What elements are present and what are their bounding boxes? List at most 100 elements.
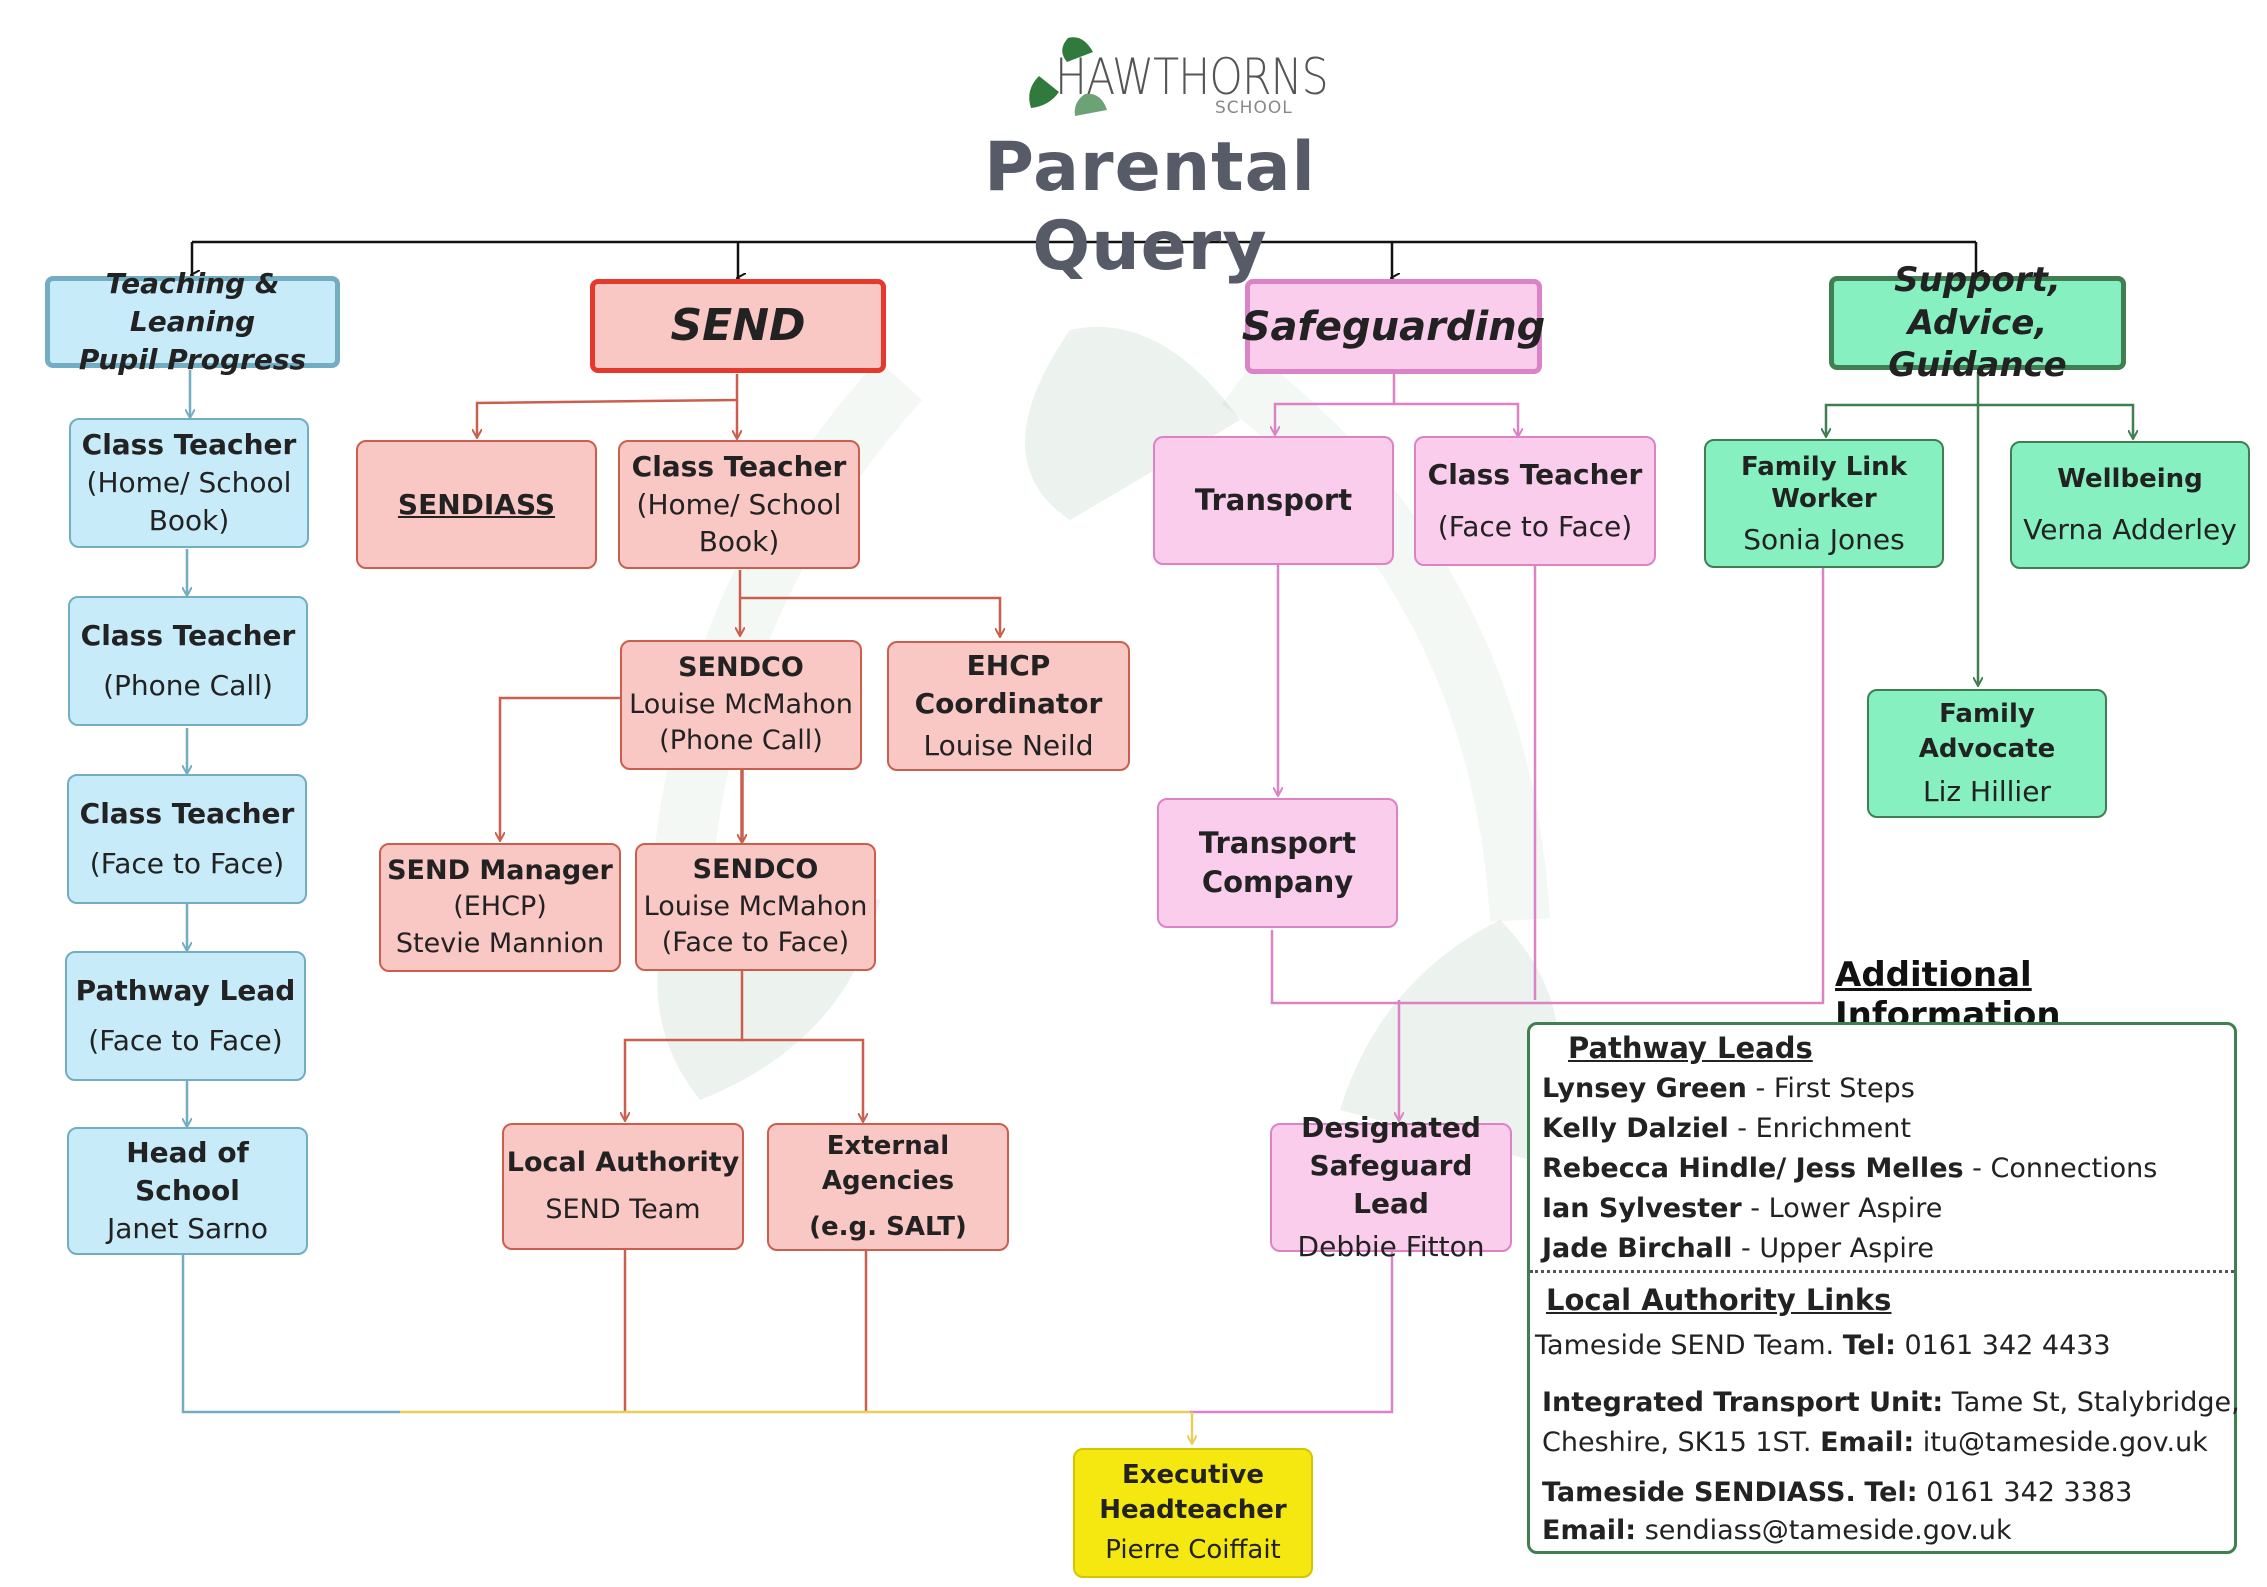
safeguarding-transport[interactable]: Transport (1153, 436, 1394, 565)
node-line: (Face to Face) (661, 927, 850, 959)
hawthorns-logo-icon (1029, 37, 1107, 116)
lead-role: - Upper Aspire (1732, 1233, 1934, 1264)
node-line: (EHCP) (453, 891, 547, 923)
lead-name: Ian Sylvester (1542, 1193, 1742, 1224)
lead-name: Kelly Dalziel (1542, 1113, 1729, 1144)
node-line: (Face to Face) (1437, 510, 1633, 543)
email-label: Email: (1820, 1427, 1915, 1458)
node-line: Louise McMahon (629, 688, 853, 720)
logo-subtitle: SCHOOL (1215, 98, 1293, 118)
node-title: SEND Manager (387, 854, 613, 886)
safeguarding-transport-company[interactable]: Transport Company (1157, 798, 1398, 928)
teaching-head-of-school[interactable]: Head of School Janet Sarno (67, 1127, 308, 1255)
node-line: SEND Team (545, 1193, 701, 1225)
itu-contact-line-2: Cheshire, SK15 1ST. Email: itu@tameside.… (1542, 1427, 2208, 1458)
safeguarding-class-teacher-face[interactable]: Class Teacher (Face to Face) (1414, 436, 1656, 566)
sendiass-email-link[interactable]: sendiass@tameside.gov.uk (1636, 1515, 2012, 1546)
send-team-tel: 0161 342 4433 (1895, 1330, 2111, 1361)
node-title: Safeguard Lead (1309, 1148, 1473, 1220)
support-family-advocate[interactable]: Family Advocate Liz Hillier (1867, 689, 2107, 818)
lead-role: - Enrichment (1728, 1113, 1911, 1144)
lead-name: Jade Birchall (1542, 1233, 1733, 1264)
executive-headteacher[interactable]: Executive Headteacher Pierre Coiffait (1073, 1448, 1313, 1578)
node-title: External Agencies (821, 1131, 955, 1197)
node-title: SENDIASS (397, 487, 556, 521)
send-team-label: Tameside SEND Team. (1535, 1330, 1843, 1361)
pathway-lead-row: Rebecca Hindle/ Jess Melles - Connection… (1542, 1153, 2157, 1184)
node-line: Sonia Jones (1743, 522, 1905, 556)
node-title: Designated (1301, 1110, 1481, 1144)
node-title: Class Teacher (631, 449, 847, 483)
node-title: Company (1201, 865, 1354, 899)
node-line: Book) (148, 503, 230, 537)
node-title: Coordinator (914, 687, 1103, 721)
teaching-class-teacher-book[interactable]: Class Teacher (Home/ School Book) (69, 418, 309, 548)
send-header-label: SEND (670, 300, 806, 352)
send-sendiass[interactable]: SENDIASS (356, 440, 597, 569)
support-family-link-worker[interactable]: Family Link Worker Sonia Jones (1704, 439, 1944, 568)
itu-email-link[interactable]: itu@tameside.gov.uk (1914, 1427, 2208, 1458)
node-line: (Phone Call) (103, 669, 273, 702)
email-label: Email: (1542, 1515, 1637, 1546)
node-title: Head of School (126, 1136, 249, 1208)
page-title: Parental Query (984, 128, 1316, 286)
node-line: (Face to Face) (89, 847, 285, 880)
send-sendco-face[interactable]: SENDCO Louise McMahon (Face to Face) (635, 843, 876, 971)
node-title: Pathway Lead (75, 974, 296, 1008)
itu-address-1: Tame St, Stalybridge, (1943, 1387, 2240, 1418)
node-line: Liz Hillier (1923, 774, 2051, 808)
teaching-header[interactable]: Teaching & Leaning Pupil Progress (45, 267, 340, 376)
sendiass-email-line: Email: sendiass@tameside.gov.uk (1542, 1515, 2012, 1546)
send-header[interactable]: SEND (590, 279, 886, 373)
send-sendco-phone[interactable]: SENDCO Louise McMahon (Phone Call) (620, 640, 862, 770)
safeguarding-designated-lead[interactable]: Designated Safeguard Lead Debbie Fitton (1270, 1111, 1512, 1263)
lead-role: - First Steps (1746, 1073, 1915, 1104)
safeguarding-header[interactable]: Safeguarding (1242, 279, 1545, 374)
node-line: (Home/ School (86, 466, 292, 500)
node-title: Wellbeing (2057, 463, 2203, 494)
pathway-lead-row: Jade Birchall - Upper Aspire (1542, 1233, 1934, 1264)
tel-label: Tel: (1842, 1330, 1896, 1361)
node-title: Transport (1194, 482, 1353, 517)
node-line: Janet Sarno (106, 1211, 269, 1245)
node-title: SENDCO (678, 652, 804, 684)
support-header-line-1: Support, Advice, (1894, 260, 2061, 343)
node-title: Worker (1771, 484, 1877, 514)
tel-label: Tel: (1864, 1477, 1918, 1508)
node-line: Verna Adderley (2023, 512, 2237, 546)
itu-label: Integrated Transport Unit: (1542, 1387, 1944, 1418)
itu-address-2: Cheshire, SK15 1ST. (1542, 1427, 1821, 1458)
node-line: Book) (698, 525, 780, 559)
node-line: (Home/ School (636, 487, 842, 521)
teaching-class-teacher-face[interactable]: Class Teacher (Face to Face) (67, 774, 307, 904)
node-title: EHCP (966, 649, 1051, 683)
send-local-authority[interactable]: Local Authority SEND Team (502, 1123, 744, 1250)
pathway-lead-row: Ian Sylvester - Lower Aspire (1542, 1193, 1942, 1224)
node-title: Transport (1198, 825, 1357, 860)
send-manager-ehcp[interactable]: SEND Manager (EHCP) Stevie Mannion (379, 843, 621, 972)
sendiass-tel: 0161 342 3383 (1917, 1477, 2133, 1508)
support-header[interactable]: Support, Advice, Guidance (1829, 260, 2126, 385)
node-title: Local Authority (506, 1147, 740, 1179)
send-ehcp-coordinator[interactable]: EHCP Coordinator Louise Neild (887, 641, 1130, 771)
node-title: Family Advocate (1918, 698, 2056, 764)
node-title: Class Teacher (1427, 458, 1643, 492)
node-line: Debbie Fitton (1297, 1230, 1485, 1264)
teaching-class-teacher-phone[interactable]: Class Teacher (Phone Call) (68, 596, 308, 726)
node-title: Class Teacher (79, 797, 295, 831)
la-links-heading: Local Authority Links (1546, 1283, 1892, 1317)
itu-contact-line-1: Integrated Transport Unit: Tame St, Stal… (1542, 1387, 2240, 1418)
node-title: Class Teacher (80, 619, 296, 653)
support-wellbeing[interactable]: Wellbeing Verna Adderley (2010, 441, 2250, 569)
teaching-header-line-1: Teaching & Leaning (105, 267, 280, 339)
node-line: Louise McMahon (643, 890, 868, 922)
pathway-lead-row: Lynsey Green - First Steps (1542, 1073, 1915, 1104)
send-external-agencies[interactable]: External Agencies (e.g. SALT) (767, 1123, 1009, 1251)
send-team-contact: Tameside SEND Team. Tel: 0161 342 4433 (1535, 1330, 2111, 1361)
pathway-lead-row: Kelly Dalziel - Enrichment (1542, 1113, 1911, 1144)
teaching-header-line-2: Pupil Progress (78, 342, 307, 376)
node-title: Class Teacher (81, 428, 297, 462)
node-title: Family Link (1741, 451, 1907, 482)
teaching-pathway-lead[interactable]: Pathway Lead (Face to Face) (65, 951, 306, 1081)
send-class-teacher-book[interactable]: Class Teacher (Home/ School Book) (618, 440, 860, 569)
